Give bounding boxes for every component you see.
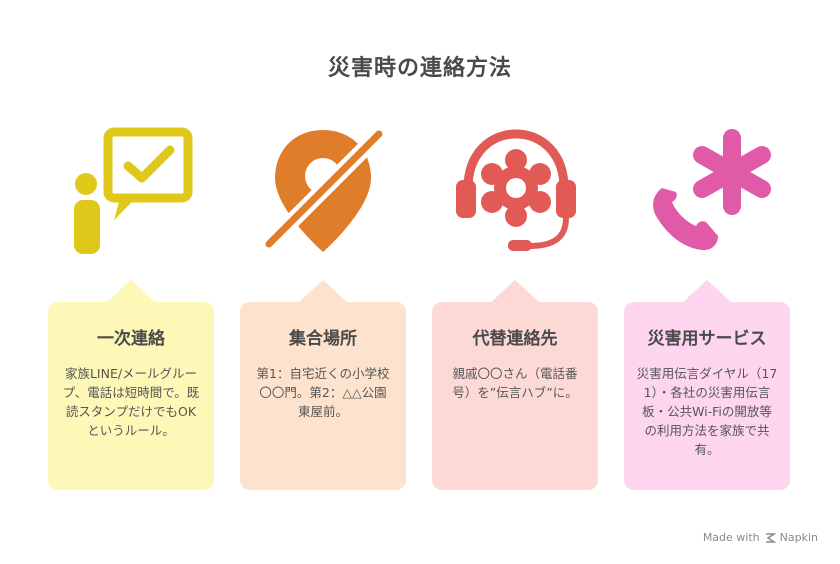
card-title: 代替連絡先 <box>472 329 558 349</box>
card-title: 一次連絡 <box>97 329 165 349</box>
card-meeting-place: 集合場所 第1：自宅近くの小学校〇〇門。第2：△△公園 東屋前。 <box>240 280 406 490</box>
made-with-napkin: Made with Napkin <box>703 531 818 544</box>
made-with-label: Made with <box>702 531 760 544</box>
napkin-brand: Napkin <box>779 531 818 544</box>
napkin-logo-icon <box>765 532 776 543</box>
card-title: 災害用サービス <box>647 329 767 349</box>
card-first-contact: 一次連絡 家族LINE/メールグループ、電話は短時間で。既読スタンプだけでもOK… <box>48 280 214 490</box>
card-text: 家族LINE/メールグループ、電話は短時間で。既読スタンプだけでもOKというルー… <box>62 366 200 438</box>
card-disaster-service: 災害用サービス 災害用伝言ダイヤル（171）・各社の災害用伝言板・公共Wi-Fi… <box>624 280 790 490</box>
emergency-phone-icon <box>640 118 780 258</box>
card-text: 第1：自宅近くの小学校〇〇門。第2：△△公園 東屋前。 <box>256 366 390 419</box>
person-speech-check-icon <box>64 120 204 260</box>
location-off-icon <box>255 120 395 260</box>
headset-gear-icon <box>446 118 586 258</box>
card-text: 災害用伝言ダイヤル（171）・各社の災害用伝言板・公共Wi-Fiの開放等の利用方… <box>636 366 778 457</box>
page-title: 災害時の連絡方法 <box>327 56 512 81</box>
card-text: 親戚〇〇さん（電話番号）を”伝言ハブ”に。 <box>452 366 578 400</box>
card-alternate-contact: 代替連絡先 親戚〇〇さん（電話番号）を”伝言ハブ”に。 <box>432 280 598 490</box>
card-title: 集合場所 <box>289 329 357 349</box>
